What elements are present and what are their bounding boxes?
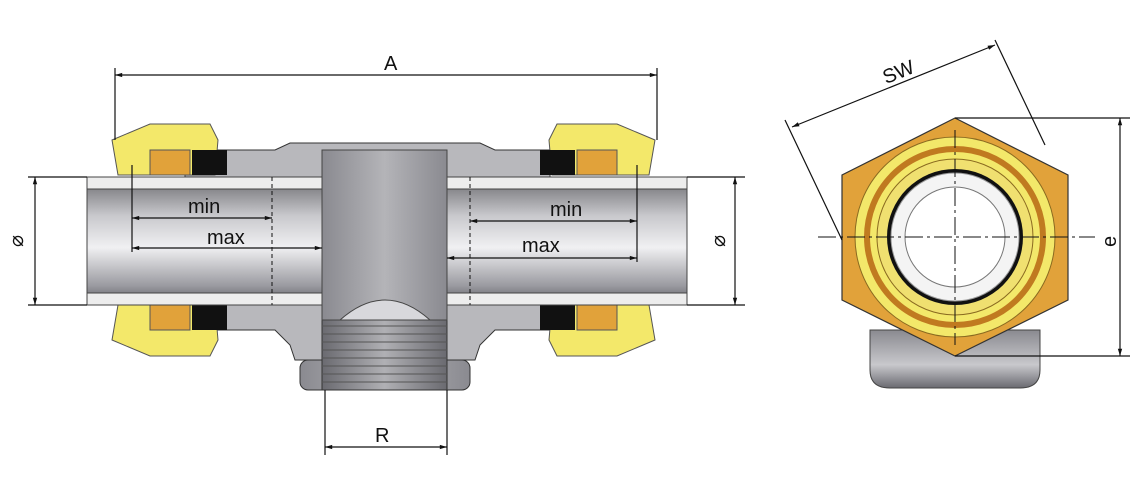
thread-spigot bbox=[321, 317, 448, 391]
dimension-A-label: A bbox=[384, 53, 398, 75]
max-right-label: max bbox=[522, 235, 560, 257]
right-nut bbox=[540, 123, 656, 357]
min-right-label: min bbox=[550, 199, 582, 221]
max-left-label: max bbox=[207, 227, 245, 249]
dimension-e-label: e bbox=[1099, 236, 1121, 247]
left-pipe bbox=[86, 176, 323, 306]
insertion-depth-right: min max bbox=[447, 165, 638, 305]
dimension-SW-label: SW bbox=[880, 56, 918, 89]
right-pipe bbox=[446, 176, 688, 306]
min-left-label: min bbox=[188, 196, 220, 218]
dimension-diameter-left: ⌀ bbox=[6, 176, 87, 306]
dimension-R-label: R bbox=[375, 425, 389, 447]
dimension-R: R bbox=[324, 390, 448, 455]
diameter-right-label: ⌀ bbox=[708, 235, 730, 247]
end-view bbox=[818, 117, 1095, 389]
left-nut bbox=[111, 123, 227, 357]
diameter-left-label: ⌀ bbox=[6, 235, 28, 247]
insertion-depth-left: min max bbox=[131, 165, 322, 305]
dimension-A: A bbox=[114, 53, 658, 140]
dimension-diameter-right: ⌀ bbox=[687, 176, 745, 306]
